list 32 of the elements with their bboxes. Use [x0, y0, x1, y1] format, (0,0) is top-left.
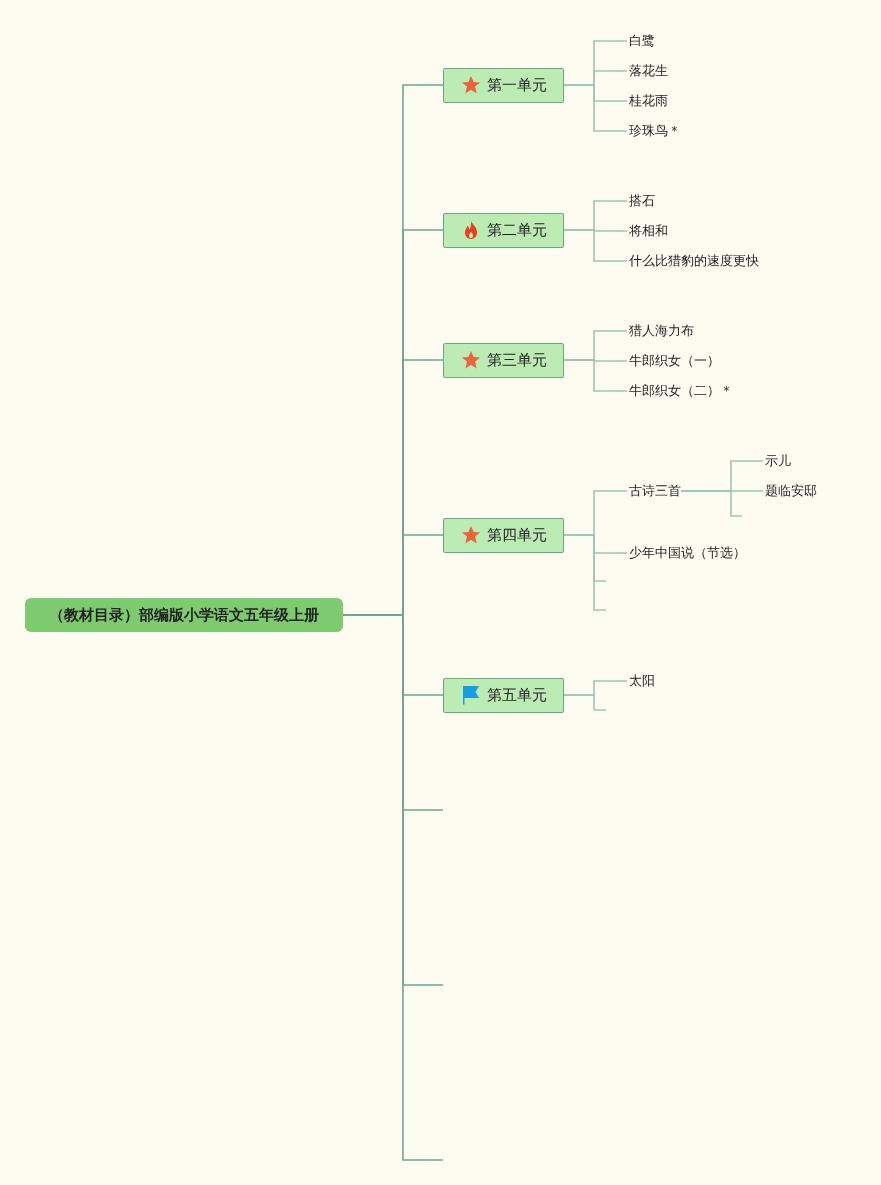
unit-title: 第五单元 — [486, 685, 547, 705]
lesson-title: 猎人海力布 — [627, 324, 694, 338]
branch-line — [563, 229, 628, 262]
unit-title: 第四单元 — [486, 525, 547, 545]
branch-line — [563, 359, 628, 392]
unit-box — [443, 212, 564, 248]
empty-branch-line — [563, 534, 607, 611]
lesson-title: 白鹭 — [627, 34, 655, 48]
lesson-title: 珍珠鸟＊ — [627, 124, 681, 138]
unit-box — [443, 342, 564, 378]
unit-title: 第三单元 — [486, 350, 547, 370]
lesson-title: 牛郎织女（一） — [627, 354, 720, 368]
unit-box — [443, 67, 564, 103]
unit-title: 第二单元 — [486, 220, 547, 240]
lesson-title: 搭石 — [627, 194, 655, 208]
lesson-title: 牛郎织女（二）＊ — [627, 384, 733, 398]
lesson-title: 少年中国说（节选） — [627, 546, 746, 560]
lesson-title: 将相和 — [627, 224, 668, 238]
lesson-title: 落花生 — [627, 64, 668, 78]
root-topic-box: （教材目录）部编版小学语文五年级上册 — [25, 598, 343, 632]
lesson-title: 古诗三首 — [627, 484, 681, 498]
branch-line — [563, 84, 628, 132]
lesson-title: 桂花雨 — [627, 94, 668, 108]
lesson-title: 题临安邸 — [763, 484, 817, 498]
unit-title: 第一单元 — [486, 75, 547, 95]
empty-branch-line — [563, 694, 607, 711]
lesson-title: 示儿 — [763, 454, 791, 468]
unit-box — [443, 517, 564, 553]
lesson-title: 什么比猎豹的速度更快 — [627, 254, 759, 268]
lesson-title: 太阳 — [627, 674, 655, 688]
unit-box — [443, 677, 564, 713]
empty-branch-line — [680, 490, 743, 517]
